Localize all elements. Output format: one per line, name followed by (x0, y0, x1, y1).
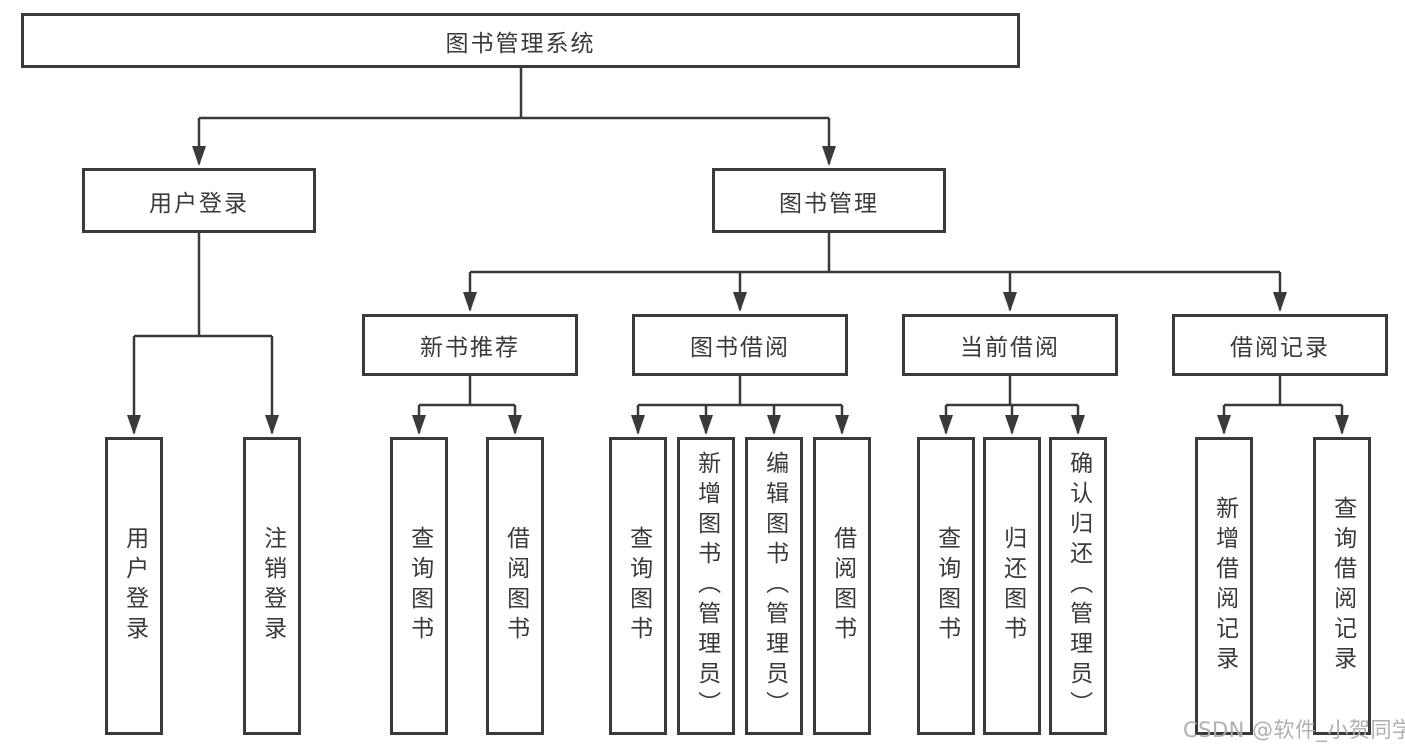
node-borrow-records-label: 借阅记录 (1230, 335, 1330, 361)
leaf-borrow-add-books-admin-label: 新增图书（管理员） (693, 451, 720, 721)
leaf-borrow-edit-books-admin: 编辑图书（管理员） (745, 437, 803, 735)
node-new-book-recommend: 新书推荐 (362, 314, 578, 376)
leaf-newbook-borrow-books-label: 借阅图书 (502, 526, 529, 646)
leaf-borrow-edit-books-admin-label: 编辑图书（管理员） (761, 451, 788, 721)
connector-trunk-lines (134, 67, 1342, 407)
leaf-records-query-record-label: 查询借阅记录 (1329, 496, 1356, 676)
leaf-newbook-query-books: 查询图书 (390, 437, 448, 735)
node-book-borrow-label: 图书借阅 (690, 335, 790, 361)
node-root-label: 图书管理系统 (445, 30, 596, 57)
node-book-management-label: 图书管理 (779, 190, 879, 217)
node-new-book-recommend-label: 新书推荐 (420, 335, 520, 361)
leaf-records-query-record: 查询借阅记录 (1313, 437, 1371, 735)
leaf-current-return-books-label: 归还图书 (999, 526, 1026, 646)
node-book-management: 图书管理 (712, 168, 946, 233)
leaf-borrow-query-books: 查询图书 (609, 437, 667, 735)
leaf-user-login-label: 用户登录 (121, 526, 148, 646)
node-book-borrow: 图书借阅 (632, 314, 848, 376)
leaf-records-add-record: 新增借阅记录 (1195, 437, 1253, 735)
node-root: 图书管理系统 (21, 13, 1020, 68)
leaf-newbook-query-books-label: 查询图书 (406, 526, 433, 646)
leaf-current-return-books: 归还图书 (983, 437, 1041, 735)
leaf-current-query-books-label: 查询图书 (933, 526, 960, 646)
leaf-current-confirm-return-admin-label: 确认归还（管理员） (1065, 451, 1092, 721)
leaf-borrow-borrow-books: 借阅图书 (813, 437, 871, 735)
node-user-login-label: 用户登录 (149, 190, 249, 217)
leaf-borrow-query-books-label: 查询图书 (625, 526, 652, 646)
leaf-user-login: 用户登录 (105, 437, 163, 735)
leaf-current-confirm-return-admin: 确认归还（管理员） (1049, 437, 1107, 735)
node-borrow-records: 借阅记录 (1172, 314, 1388, 376)
leaf-logout: 注销登录 (243, 437, 301, 735)
leaf-borrow-borrow-books-label: 借阅图书 (829, 526, 856, 646)
leaf-records-add-record-label: 新增借阅记录 (1211, 496, 1238, 676)
csdn-watermark: CSDN @软件_小贺同学 (1183, 718, 1405, 742)
leaf-current-query-books: 查询图书 (917, 437, 975, 735)
node-user-login: 用户登录 (82, 168, 316, 233)
node-current-borrow: 当前借阅 (902, 314, 1118, 376)
connector-arrows (127, 118, 1349, 435)
leaf-logout-label: 注销登录 (259, 526, 286, 646)
leaf-newbook-borrow-books: 借阅图书 (486, 437, 544, 735)
leaf-borrow-add-books-admin: 新增图书（管理员） (677, 437, 735, 735)
node-current-borrow-label: 当前借阅 (960, 335, 1060, 361)
